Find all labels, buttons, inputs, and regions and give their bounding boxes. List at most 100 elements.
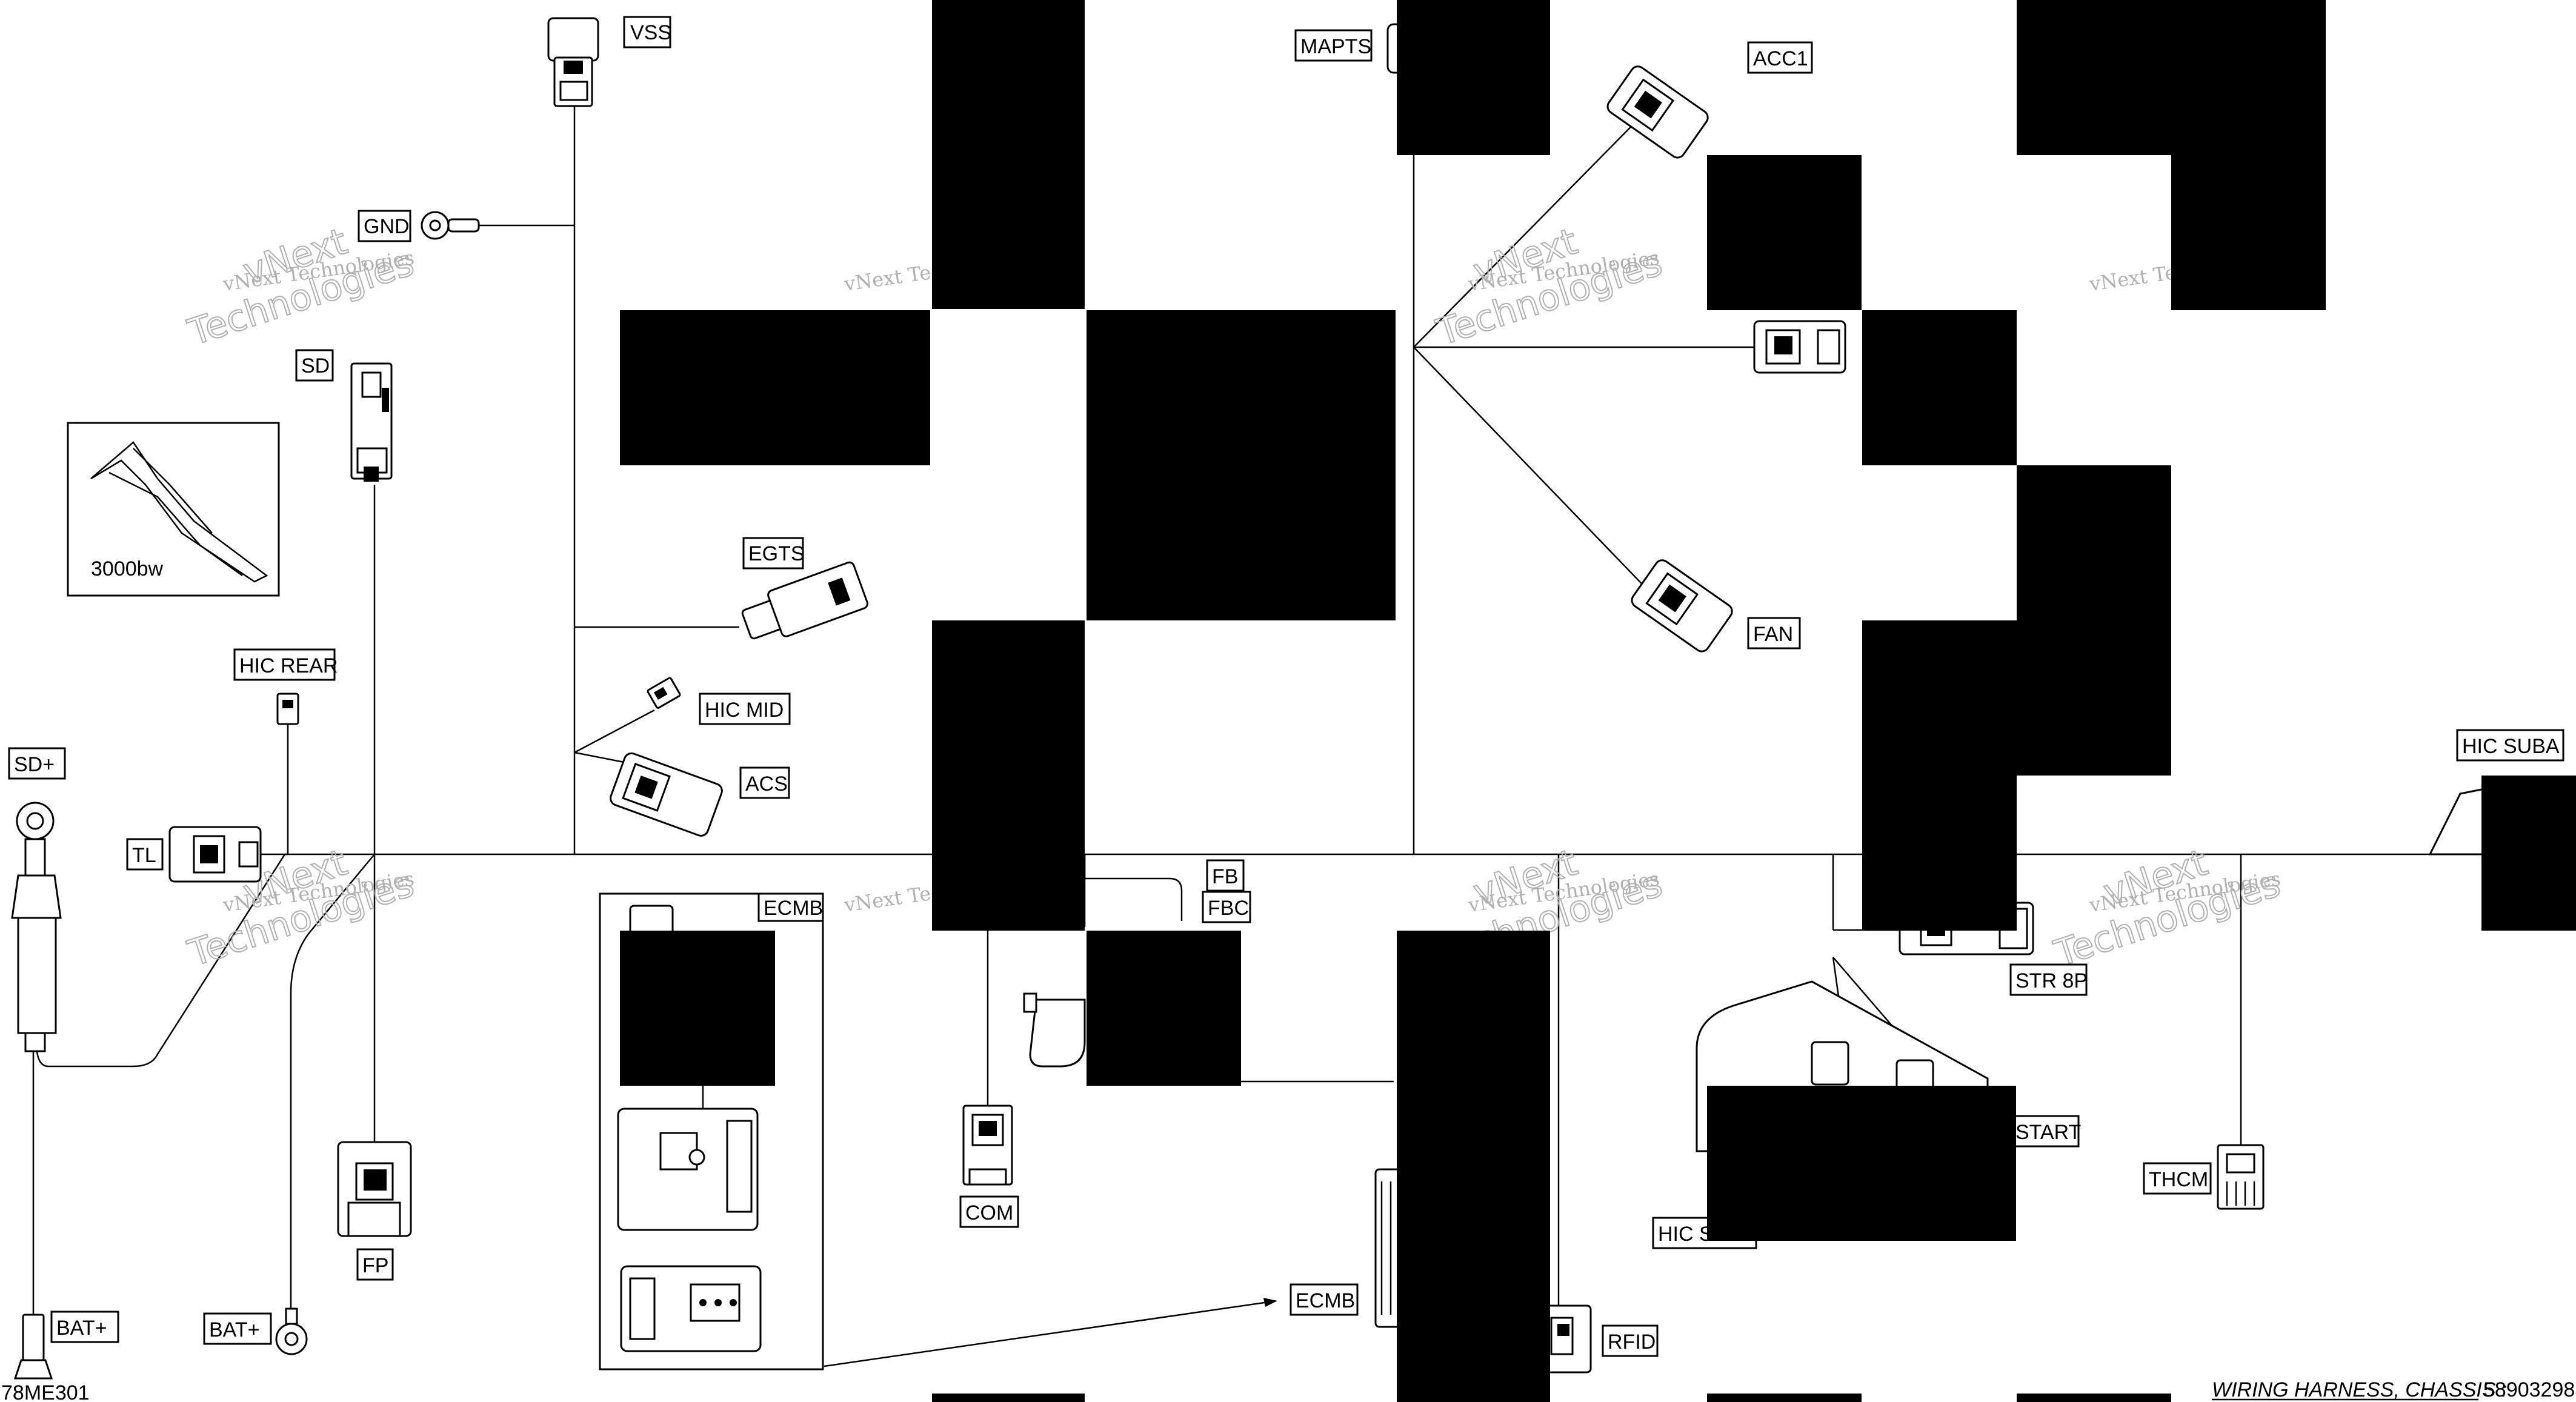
svg-text:HIC S: HIC S xyxy=(1658,1223,1713,1246)
label-thcm: THCM xyxy=(2143,1162,2212,1195)
redaction-block xyxy=(2017,465,2171,776)
redaction-block xyxy=(1087,310,1396,620)
tl-connector-icon xyxy=(168,826,262,883)
label-ecmb: ECMB xyxy=(1290,1283,1359,1316)
svg-text:HIC MID: HIC MID xyxy=(705,699,784,722)
fan-connector-icon xyxy=(1631,559,1733,653)
com-connector-icon xyxy=(962,1105,1013,1186)
footer: 78ME301 WIRING HARNESS, CHASSIS : 589032… xyxy=(1,1378,2576,1402)
ecmb-module-icon xyxy=(1374,1168,1404,1328)
ground-ring-terminal-icon xyxy=(421,211,480,240)
redaction-block xyxy=(1397,0,1550,155)
redaction-block xyxy=(2017,0,2326,155)
label-com: COM xyxy=(959,1195,1019,1228)
svg-text:GND: GND xyxy=(364,215,410,238)
bat-plus-terminal-icon xyxy=(13,1314,53,1380)
svg-text:HIC REAR: HIC REAR xyxy=(239,654,338,677)
redaction-block xyxy=(620,931,775,1086)
label-fan: FAN xyxy=(1747,617,1801,650)
redaction-block xyxy=(2171,155,2326,310)
redaction-block xyxy=(1707,1394,1862,1402)
svg-text:RFID: RFID xyxy=(1608,1331,1656,1354)
bat-plus-wire xyxy=(290,854,375,1309)
inset-label: 3000bw xyxy=(91,557,164,580)
svg-text:VSS: VSS xyxy=(630,21,671,44)
label-str8p: STR 8P xyxy=(2009,963,2088,996)
svg-text:ACC1: ACC1 xyxy=(1753,47,1808,70)
svg-text:FP: FP xyxy=(362,1254,388,1277)
mid-right-connector-icon xyxy=(1753,320,1846,374)
svg-text:FBC: FBC xyxy=(1208,897,1249,920)
label-rfid: RFID xyxy=(1602,1324,1659,1357)
connector-parts: 3000bw xyxy=(11,17,2492,1380)
thcm-connector-icon xyxy=(2217,1144,2265,1210)
label-gnd: GND xyxy=(358,210,411,242)
svg-text:ACS: ACS xyxy=(745,772,788,796)
sd-plus-wire xyxy=(35,854,286,1068)
label-sd-plus: SD+ xyxy=(8,747,66,780)
label-hic-rear: HIC REAR xyxy=(233,648,338,681)
acc1-connector-icon xyxy=(1606,65,1709,159)
bat-plus-ring-icon xyxy=(275,1307,308,1355)
redaction-block xyxy=(1707,155,1862,310)
svg-text:FAN: FAN xyxy=(1753,623,1793,646)
svg-text:SD+: SD+ xyxy=(14,753,55,776)
label-hic-suba: HIC SUBA xyxy=(2456,729,2564,762)
label-sd: SD xyxy=(295,349,334,382)
label-acs: ACS xyxy=(739,766,790,799)
redaction-block xyxy=(1862,310,2017,465)
rfid-connector-icon xyxy=(1541,1304,1592,1374)
label-egts: EGTS xyxy=(742,537,805,570)
egts-sensor-icon xyxy=(741,561,868,640)
label-hic-s: HIC S xyxy=(1652,1217,1757,1249)
svg-text:SD: SD xyxy=(301,354,330,377)
ecmb-inset-part-2 xyxy=(620,1265,762,1352)
redaction-block xyxy=(932,620,1085,931)
svg-text:FB: FB xyxy=(1212,865,1238,888)
label-ecmb-inset: ECMB xyxy=(757,892,824,922)
svg-text:BAT+: BAT+ xyxy=(56,1317,107,1340)
svg-text:THCM: THCM xyxy=(2149,1168,2208,1191)
redaction-block xyxy=(620,310,930,465)
svg-text:EGTS: EGTS xyxy=(748,542,805,565)
label-fp: FP xyxy=(356,1248,394,1281)
fb-wire xyxy=(1083,854,1183,921)
redaction-block xyxy=(932,1394,1085,1402)
drawing-title: WIRING HARNESS, CHASSIS : xyxy=(2212,1378,2507,1401)
redaction-block xyxy=(932,0,1085,309)
svg-text:START: START xyxy=(2015,1121,2081,1144)
svg-text:MAPTS: MAPTS xyxy=(1300,35,1371,58)
fan-wire xyxy=(1413,347,1655,597)
acs-wire xyxy=(574,751,631,765)
hic-mid-connector-icon xyxy=(647,677,681,709)
label-tl: TL xyxy=(126,838,164,871)
svg-text:HIC SUBA: HIC SUBA xyxy=(2462,735,2560,758)
fp-connector-icon xyxy=(337,1141,412,1237)
acs-connector-icon xyxy=(610,752,723,837)
ecmb-inset-part-1 xyxy=(617,1108,759,1231)
svg-text:TL: TL xyxy=(132,844,156,867)
redaction-block xyxy=(2017,1394,2171,1402)
svg-text:STR 8P: STR 8P xyxy=(2015,969,2088,992)
label-mapts: MAPTS xyxy=(1294,29,1373,62)
sd-connector-icon xyxy=(350,362,393,482)
redaction-masks xyxy=(620,0,2576,1402)
redaction-block xyxy=(1707,1086,2016,1241)
svg-text:ECMB: ECMB xyxy=(1296,1289,1355,1312)
svg-text:COM: COM xyxy=(965,1201,1013,1224)
part-number: 589032983 xyxy=(2483,1378,2576,1401)
label-fbc: FBC xyxy=(1202,891,1251,923)
hic-rear-connector-icon xyxy=(276,693,299,725)
vss-connector-icon xyxy=(547,17,599,107)
label-start: START xyxy=(2009,1115,2081,1148)
ecmb-arrow-head xyxy=(1263,1298,1277,1307)
label-acc1: ACC1 xyxy=(1747,41,1813,74)
redaction-block xyxy=(1087,931,1241,1086)
labels: VSS GND SD EGTS HIC REAR HIC MID ACS SD xyxy=(8,16,2564,1357)
sd-plus-lug-icon xyxy=(11,802,62,1052)
redaction-block xyxy=(1862,620,2017,931)
drawing-id: 78ME301 xyxy=(1,1381,90,1402)
fb-module-icon xyxy=(1023,992,1086,1068)
inset-3000bw: 3000bw xyxy=(67,422,280,597)
